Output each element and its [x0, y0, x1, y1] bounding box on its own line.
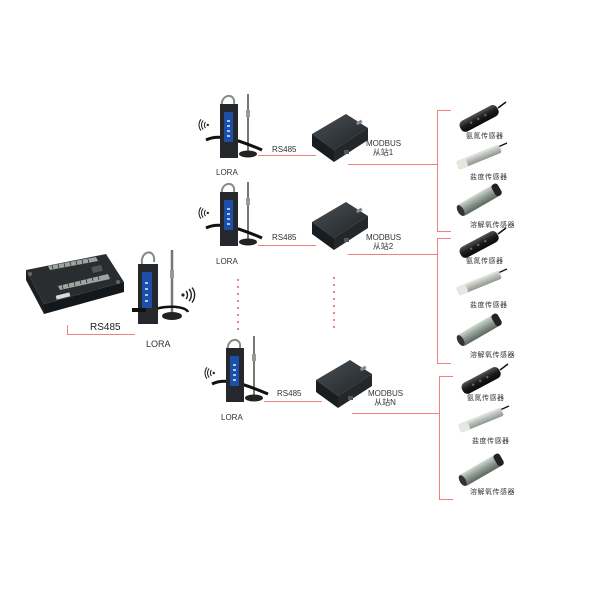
- sensor-bracket-bottom: [437, 231, 451, 232]
- rs485-connector: [258, 155, 316, 156]
- sensor-label: 氨氮传感器: [466, 258, 504, 265]
- modbus-connector: [352, 413, 439, 414]
- master-rs485-label: RS485: [90, 322, 121, 333]
- sensor-bracket-bottom: [437, 363, 451, 364]
- modbus-protocol-text: MODBUS: [366, 139, 402, 148]
- rs485-label: RS485: [272, 233, 297, 242]
- sensor-bracket-vertical: [437, 110, 438, 232]
- modbus-protocol-text: MODBUS: [366, 233, 402, 242]
- sensor-label: 溶解氧传感器: [470, 222, 515, 229]
- wireless-signal-icon: [204, 367, 215, 379]
- salinity-sensor-image: [456, 142, 508, 170]
- dissolved-oxygen-sensor-image: [456, 313, 502, 346]
- rs485-label: RS485: [272, 145, 297, 154]
- modbus-slave-device: [312, 202, 368, 250]
- sensor-label: 溶解氧传感器: [470, 352, 515, 359]
- sensor-bracket-top: [439, 376, 453, 377]
- sensor-bracket-top: [437, 238, 451, 239]
- modbus-connector: [348, 164, 437, 165]
- master-lora-radio: [132, 250, 190, 324]
- wireless-signal-icon: [198, 207, 209, 219]
- modbus-station-text: 从站1: [372, 148, 394, 157]
- lora-radio: [211, 336, 269, 402]
- sensor-label: 氨氮传感器: [467, 395, 505, 402]
- sensor-bracket-vertical: [439, 376, 440, 500]
- sensor-bracket-top: [437, 110, 451, 111]
- sensor-label: 盐度传感器: [472, 438, 510, 445]
- modbus-slave-device: [312, 114, 368, 162]
- rs485-connector: [258, 245, 316, 246]
- modbus-slave-label: MODBUS 从站2: [366, 233, 402, 251]
- lora-label: LORA: [216, 257, 238, 266]
- sensor-label: 溶解氧传感器: [470, 489, 515, 496]
- master-lora-label: LORA: [146, 339, 171, 349]
- rs485-label: RS485: [277, 389, 302, 398]
- dissolved-oxygen-sensor-image: [458, 453, 504, 486]
- ammonia-sensor-image: [459, 101, 507, 132]
- ammonia-sensor-image: [461, 363, 509, 394]
- lora-label: LORA: [216, 168, 238, 177]
- sensor-label: 氨氮传感器: [466, 133, 504, 140]
- master-rs485-connector-v: [67, 325, 68, 335]
- modbus-slave-label: MODBUS 从站N: [368, 389, 404, 407]
- dissolved-oxygen-sensor-image: [456, 183, 502, 216]
- sensor-bracket-vertical: [437, 238, 438, 364]
- modbus-protocol-text: MODBUS: [368, 389, 404, 398]
- sensor-bracket-bottom: [439, 499, 453, 500]
- modbus-station-text: 从站2: [372, 242, 394, 251]
- salinity-sensor-image: [458, 405, 510, 433]
- sensor-label: 盐度传感器: [470, 174, 508, 181]
- ellipsis-dots-modbus: [333, 277, 335, 333]
- wireless-signal-icon: [198, 119, 209, 131]
- sensor-label: 盐度传感器: [470, 302, 508, 309]
- rs485-connector: [264, 401, 322, 402]
- data-logger-device: [26, 254, 124, 314]
- modbus-connector: [348, 254, 437, 255]
- modbus-station-text: 从站N: [374, 398, 396, 407]
- modbus-slave-label: MODBUS 从站1: [366, 139, 402, 157]
- lora-radio: [205, 94, 263, 158]
- modbus-slave-device: [316, 360, 372, 408]
- salinity-sensor-image: [456, 268, 508, 296]
- lora-radio: [205, 182, 263, 246]
- lora-label: LORA: [221, 413, 243, 422]
- master-wireless-signal-icon: [181, 287, 196, 303]
- master-rs485-connector-h: [67, 334, 135, 335]
- ellipsis-dots-radio: [237, 279, 239, 335]
- ammonia-sensor-image: [459, 227, 507, 258]
